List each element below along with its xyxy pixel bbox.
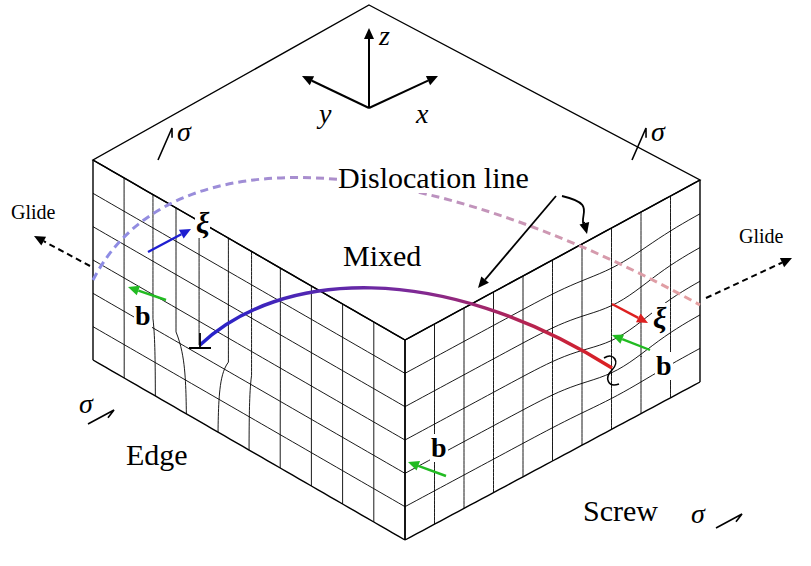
screw-face-column [404,340,405,540]
edge-face-column [404,340,405,540]
screw-face-column [611,228,612,429]
leader-line [583,222,585,223]
glide-label: Glide [10,202,56,222]
axis-label: z [378,22,391,50]
axis-arrow-head [364,28,374,39]
edge-face-column [92,160,93,360]
edge-symbol [189,333,211,348]
edge-face-column [176,208,186,414]
line-direction-arrow [612,304,638,318]
vector-label: b [655,352,673,380]
mixed-label: Mixed [342,241,422,271]
screw-face-column [493,292,494,493]
edge-face-column [124,178,125,378]
line-direction-arrow-head [179,229,191,239]
edge-face-column [342,304,343,504]
axis-arrow [368,39,370,108]
edge-face-row [93,193,405,373]
burgers-vector-arrow-head [408,461,420,470]
screw-face-column [552,260,553,461]
edge-face-column [218,238,228,432]
extra-half-plane [199,221,200,345]
burgers-vector-arrow-head [612,334,624,343]
stress-label: σ [690,500,706,528]
edge-face-column [373,322,374,522]
stress-arrow [158,128,172,160]
glide-arrow-head [780,258,792,267]
crystal-grid [93,5,700,540]
dislocation-art [34,28,792,528]
stress-arrow [716,514,742,528]
edge-face-column [249,251,251,450]
stress-label: σ [650,118,666,146]
edge-face-column [311,286,312,486]
callout-label: Dislocation line [337,163,530,193]
line-direction-arrow [148,234,181,252]
dislocation-line [200,288,612,368]
glide-label: Glide [738,226,784,246]
screw-face-column [434,324,435,524]
leader-line-head [478,276,489,288]
face-label: Screw [582,496,659,526]
leader-line-head [579,222,589,234]
stress-label: σ [176,118,192,146]
screw-face-column [523,276,524,477]
vector-label: ξ [195,208,210,238]
screw-face-column [641,212,642,414]
glide-arrow [706,263,782,298]
axis-label: x [415,100,429,128]
screw-symbol [604,356,619,385]
glide-arrow-head [34,236,46,246]
stress-label: σ [78,390,94,418]
screw-face-column [699,180,700,382]
screw-face-column [582,244,583,445]
screw-face-column [464,308,465,508]
axis-label: y [318,100,332,128]
burgers-vector-arrow-head [128,286,140,295]
dislocation-line-back [93,178,700,305]
leader-line [485,196,556,280]
line-direction-arrow-head [636,313,648,323]
face-label: Edge [125,440,189,470]
vector-label: ξ [652,303,667,333]
vector-label: b [430,434,448,462]
stress-arrow [632,128,646,160]
vector-label: b [134,302,152,330]
burgers-vector-arrow [138,291,166,300]
axis-arrow-head [426,76,438,85]
glide-arrow [44,241,90,266]
burgers-vector-arrow [418,466,446,476]
axis-arrow-head [302,76,314,85]
burgers-vector-arrow [622,339,650,350]
